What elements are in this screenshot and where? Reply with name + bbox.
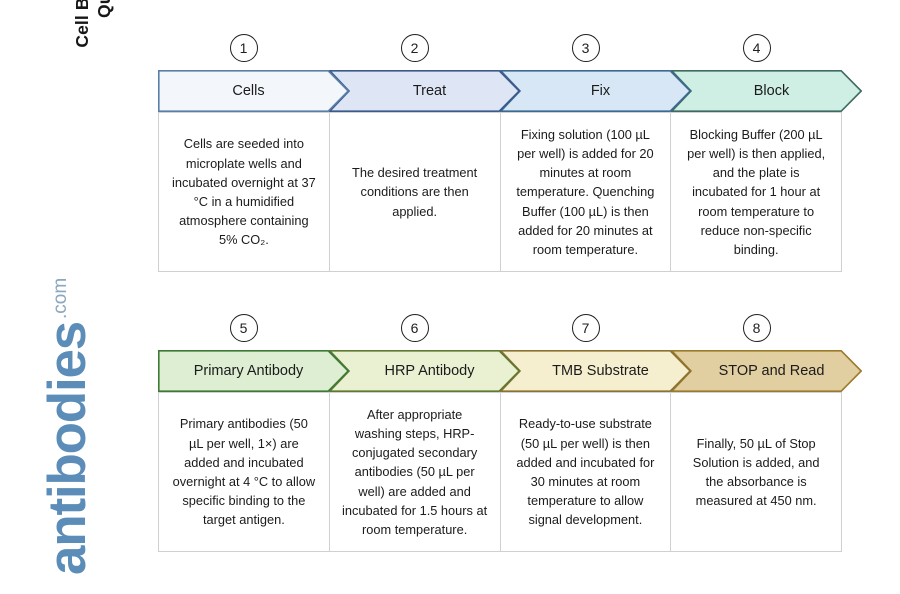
step-number-2: 2 (400, 34, 429, 62)
step-number-label: 2 (410, 40, 419, 56)
step-number-label: 8 (752, 320, 761, 336)
brand-logo: antibodies .com (23, 275, 97, 575)
step-body-text: Ready-to-use substrate (50 µL per well) … (516, 416, 655, 528)
chevron-step-4[interactable]: Block (671, 70, 862, 112)
page-title-line2: Quick Protocol (93, 0, 115, 18)
chevron-step-1[interactable]: Cells (158, 70, 349, 112)
step-number-track-1: 1 2 3 4 (158, 32, 842, 70)
step-body-8: Finally, 50 µL of Stop Solution is added… (671, 392, 842, 552)
step-number-5: 5 (229, 314, 258, 342)
chevron-shape (671, 70, 862, 112)
chevron-label: STOP and Read (718, 363, 825, 379)
chevron-shape (158, 70, 349, 112)
step-body-text: Blocking Buffer (200 µL per well) is the… (687, 126, 826, 257)
protocol-row-1: 1 2 3 4 Cells Treat Fix Block Cells are seeded… (158, 32, 842, 272)
chevron-shape (500, 350, 691, 392)
step-number-label: 7 (581, 320, 590, 336)
chevron-step-7[interactable]: TMB Substrate (500, 350, 691, 392)
chevron-label: Primary Antibody (193, 363, 304, 379)
step-body-text: Fixing solution (100 µL per well) is add… (516, 126, 655, 257)
step-number-8: 8 (742, 314, 771, 342)
chevron-label: TMB Substrate (552, 363, 649, 379)
step-body-6: After appropriate washing steps, HRP-con… (329, 392, 501, 552)
chevron-label: Treat (412, 83, 447, 99)
chevron-shape (158, 350, 349, 392)
step-number-4: 4 (742, 34, 771, 62)
step-body-7: Ready-to-use substrate (50 µL per well) … (500, 392, 672, 552)
chevron-step-3[interactable]: Fix (500, 70, 691, 112)
step-number-3: 3 (571, 34, 600, 62)
step-number-label: 3 (581, 40, 590, 56)
chevron-shape (329, 350, 520, 392)
chevron-label: Fix (590, 83, 611, 99)
step-number-label: 5 (239, 320, 248, 336)
brand-name: antibodies (37, 321, 97, 575)
step-body-track-1: Cells are seeded into microplate wells a… (158, 112, 842, 272)
step-number-6: 6 (400, 314, 429, 342)
step-body-text: Cells are seeded into microplate wells a… (172, 136, 316, 248)
step-body-1: Cells are seeded into microplate wells a… (158, 112, 330, 272)
step-body-4: Blocking Buffer (200 µL per well) is the… (671, 112, 842, 272)
chevron-step-6[interactable]: HRP Antibody (329, 350, 520, 392)
step-body-text: Finally, 50 µL of Stop Solution is added… (692, 435, 820, 509)
chevron-step-5[interactable]: Primary Antibody (158, 350, 349, 392)
step-number-label: 4 (752, 40, 761, 56)
chevron-shape (329, 70, 520, 112)
step-body-5: Primary antibodies (50 µL per well, 1×) … (158, 392, 330, 552)
chevron-shape (500, 70, 691, 112)
chevron-step-2[interactable]: Treat (329, 70, 520, 112)
chevron-shape (671, 350, 862, 392)
step-body-2: The desired treatment conditions are the… (329, 112, 501, 272)
chevron-label: Block (753, 83, 790, 99)
chevron-step-8[interactable]: STOP and Read (671, 350, 862, 392)
chevron-label: Cells (232, 83, 265, 99)
chevron-track-2: Primary Antibody HRP Antibody TMB Substrat… (158, 350, 842, 392)
step-number-7: 7 (571, 314, 600, 342)
step-number-1: 1 (229, 34, 258, 62)
step-body-track-2: Primary antibodies (50 µL per well, 1×) … (158, 392, 842, 552)
step-body-text: Primary antibodies (50 µL per well, 1×) … (172, 416, 316, 528)
chevron-label: HRP Antibody (384, 363, 475, 379)
step-number-track-2: 5 6 7 8 (158, 312, 842, 350)
protocol-row-2: 5 6 7 8 Primary Antibody HRP Antibody TMB Sub… (158, 312, 842, 552)
brand-tld: .com (50, 277, 71, 319)
step-body-text: After appropriate washing steps, HRP-con… (342, 406, 488, 537)
step-number-label: 1 (239, 40, 248, 56)
step-number-label: 6 (410, 320, 419, 336)
step-body-text: The desired treatment conditions are the… (352, 165, 478, 219)
page-title: Cell Based ELISA Kits Quick Protocol (62, 0, 124, 90)
page-title-line1: Cell Based ELISA Kits (71, 0, 93, 48)
chevron-track-1: Cells Treat Fix Block (158, 70, 842, 112)
step-body-3: Fixing solution (100 µL per well) is add… (500, 112, 672, 272)
